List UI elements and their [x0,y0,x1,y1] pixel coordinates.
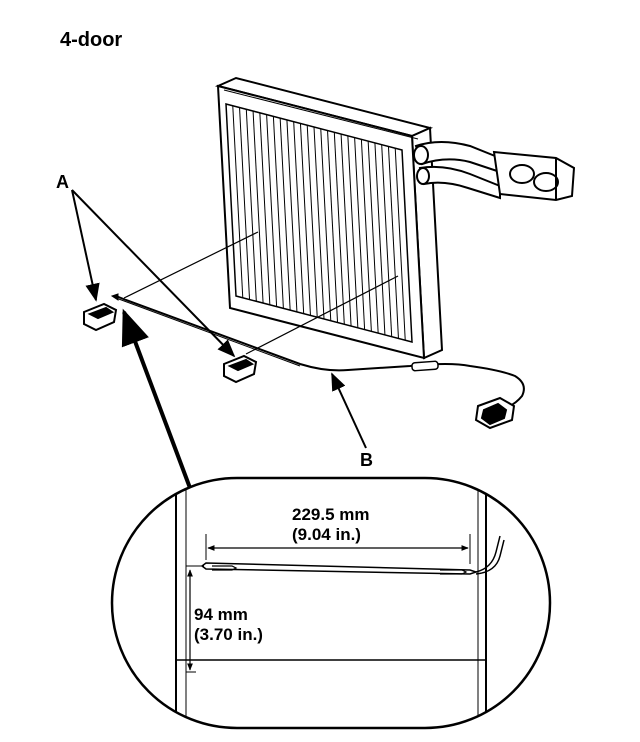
projection-lines [123,231,399,355]
page-title: 4-door [60,29,122,51]
clip-a-right [223,354,258,384]
inset-border [110,476,552,730]
callout-a-label: A [56,172,69,192]
clip-a-left [83,302,118,332]
refrigerant-pipes [413,141,576,202]
detail-inset: 229.5 mm (9.04 in.) 94 mm (3.70 in.) [110,476,552,730]
evaporator-core [214,76,444,360]
sensor-connector [474,396,516,430]
callout-b-label: B [360,450,373,470]
callout-b-leader [331,372,367,449]
callout-a-leaders [71,189,236,358]
detail-pointer-arrow [121,308,192,489]
length-in-label: (9.04 in.) [292,525,361,544]
height-mm-label: 94 mm [194,605,248,624]
height-in-label: (3.70 in.) [194,625,263,644]
length-mm-label: 229.5 mm [292,505,370,524]
